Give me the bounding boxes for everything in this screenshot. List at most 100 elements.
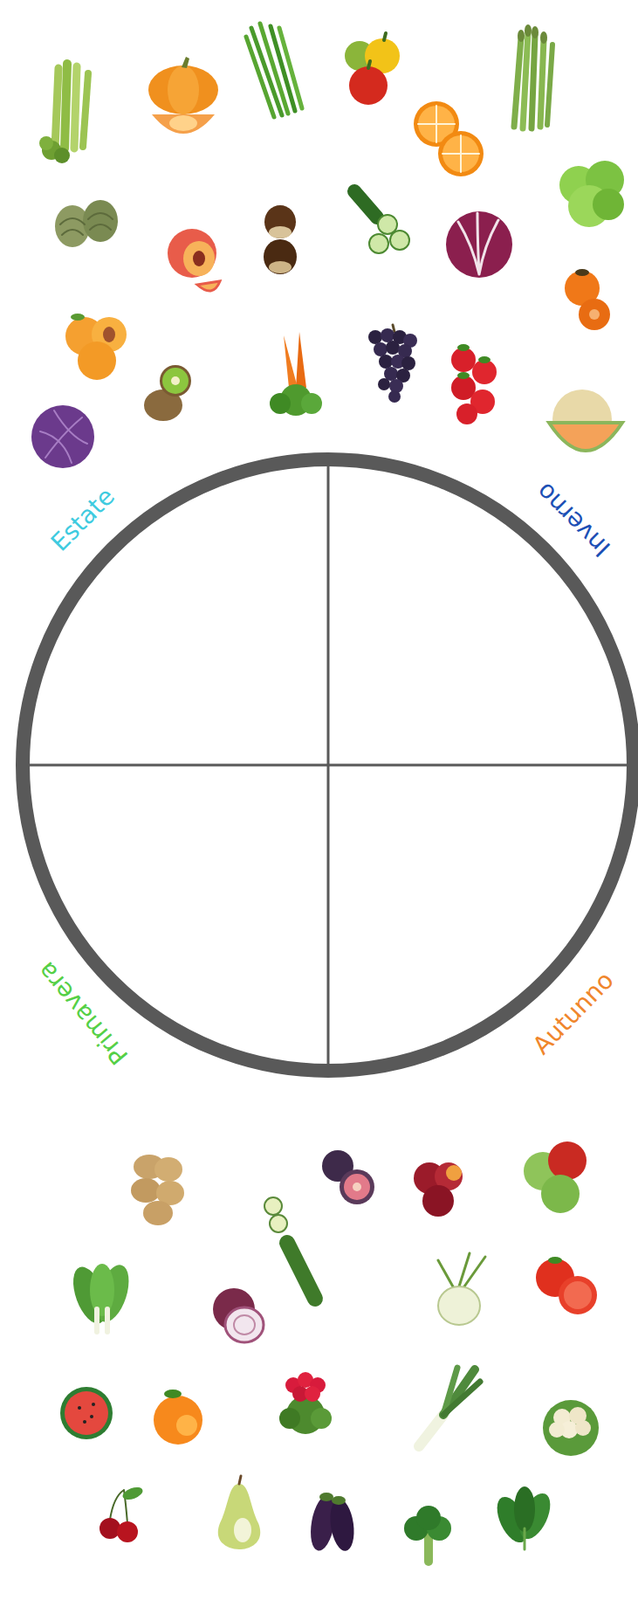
picture-part (416, 1504, 441, 1530)
picture-part (418, 123, 455, 125)
picture-part (531, 34, 536, 129)
picture-part (287, 1241, 316, 1298)
picture-part (517, 29, 525, 42)
picture-part (239, 1474, 241, 1483)
picture-part (54, 68, 59, 149)
picture-part (369, 233, 389, 254)
picture-part (548, 1255, 563, 1263)
picture-part (388, 390, 401, 403)
fennel-picture (438, 1252, 486, 1325)
picture-part (514, 1485, 536, 1531)
picture-part (130, 1177, 161, 1202)
pumpkin-picture (148, 56, 219, 134)
picture-part (89, 1413, 94, 1418)
celery-picture (39, 63, 89, 164)
picture-part (233, 1516, 252, 1542)
picture-part (364, 38, 400, 74)
picture-part (451, 347, 476, 372)
picture-part (269, 392, 291, 414)
picture-part (339, 1168, 375, 1204)
picture-part (589, 308, 600, 320)
picture-part (104, 1308, 110, 1331)
picture-part (319, 1491, 334, 1501)
picture-part (373, 342, 388, 357)
picture-part (541, 1173, 580, 1213)
picture-part (167, 228, 217, 278)
picture-part (514, 37, 522, 127)
picture-part (192, 250, 206, 267)
picture-part (295, 331, 307, 388)
picture-part (380, 328, 395, 343)
cherries-picture (99, 1483, 145, 1542)
picture-part (94, 1308, 100, 1331)
spinach-picture (490, 1485, 556, 1549)
picture-part (442, 152, 480, 155)
picture-part (352, 1181, 362, 1191)
picture-part (183, 240, 215, 276)
picture-part (164, 1388, 182, 1398)
onion-picture (212, 1287, 264, 1342)
picture-part (82, 199, 118, 242)
picture-part (548, 422, 623, 451)
cucumber-picture (354, 191, 410, 254)
picture-part (456, 403, 478, 425)
persimmon-picture (564, 268, 611, 330)
plums-picture (413, 1161, 463, 1216)
picture-part (263, 239, 297, 275)
artichoke-picture (54, 199, 118, 247)
picture-part (540, 39, 544, 127)
picture-part (99, 1516, 121, 1538)
picture-part (331, 1495, 346, 1504)
picture-part (327, 1495, 357, 1551)
picture-part (575, 268, 590, 276)
picture-part (121, 1483, 145, 1501)
picture-part (148, 65, 219, 115)
picture-part (523, 1527, 527, 1549)
season-wheel (22, 459, 634, 1071)
picture-part (377, 377, 391, 391)
picture-part (377, 214, 398, 234)
wheel-divider (29, 763, 627, 767)
apricots-picture (65, 313, 127, 380)
orange-picture (413, 101, 484, 177)
picture-part (116, 1520, 138, 1542)
picture-part (438, 1285, 481, 1325)
picture-part (438, 1259, 454, 1288)
pear-picture (218, 1474, 261, 1549)
picture-part (91, 1401, 96, 1406)
picture-part (349, 66, 388, 105)
produce-pictures (31, 23, 625, 1561)
picture-part (64, 1390, 109, 1434)
strawberries-picture (451, 343, 497, 425)
picture-part (89, 1262, 115, 1316)
picture-part (301, 392, 323, 414)
picture-part (233, 1314, 255, 1334)
picture-part (401, 356, 416, 371)
picture-part (457, 371, 470, 379)
radicchio-picture (445, 211, 513, 278)
picture-part (558, 1275, 597, 1314)
picture-part (77, 1405, 82, 1409)
broccoli-picture (404, 1504, 452, 1561)
picture-part (445, 1164, 462, 1180)
picture-part (82, 1419, 87, 1423)
picture-part (279, 27, 302, 109)
picture-part (39, 136, 54, 151)
picture-part (169, 115, 198, 131)
picture-part (531, 26, 539, 39)
mandarin-picture (153, 1388, 203, 1444)
picture-part (246, 36, 275, 117)
picture-part (378, 354, 393, 369)
picture-part (524, 24, 532, 37)
chard-picture (66, 1260, 135, 1331)
picture-part (343, 1173, 371, 1200)
picture-part (384, 33, 386, 41)
picture-part (385, 340, 400, 355)
picture-part (354, 191, 378, 218)
picture-part (151, 114, 215, 134)
picture-part (154, 1156, 183, 1181)
picture-part (181, 56, 190, 69)
picture-part (143, 1200, 173, 1225)
grapes-picture (368, 324, 418, 403)
